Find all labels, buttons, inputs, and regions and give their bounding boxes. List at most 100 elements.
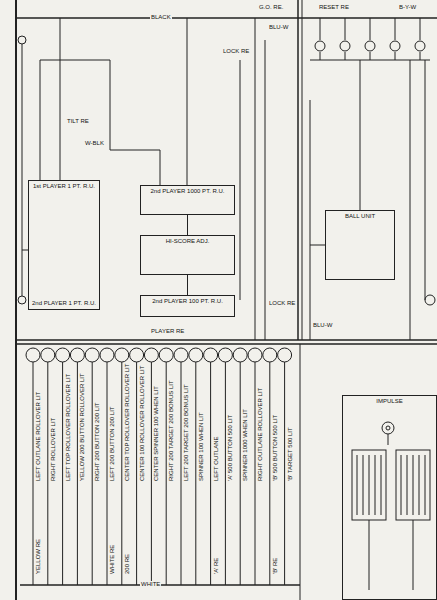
wire-stroke	[187, 18, 188, 185]
wire-label: WHITE RE	[109, 544, 116, 575]
wire-stroke	[166, 362, 167, 585]
wire-stroke	[369, 520, 370, 590]
switch-blade	[363, 455, 364, 515]
wire-stroke	[297, 0, 299, 340]
lamp-symbol	[218, 348, 232, 362]
lamp-label: LEFT 200 TARGET 200 BONUS LIT	[183, 383, 190, 482]
wire-label: BLU-W	[312, 322, 333, 329]
lamp-symbol	[204, 348, 218, 362]
wire-stroke	[302, 0, 303, 340]
relay-coil	[315, 41, 325, 51]
wire-label: BLACK	[150, 14, 172, 21]
switch-stack	[352, 450, 386, 520]
lamp-symbol	[26, 348, 40, 362]
wire-stroke	[413, 520, 414, 590]
lamp-symbol	[189, 348, 203, 362]
unit-label: IMPULSE	[376, 398, 402, 405]
wire-stroke	[386, 426, 390, 430]
lamp-symbol	[278, 348, 292, 362]
lamp-label: 'A' 500 BUTTON 500 LIT	[227, 414, 234, 482]
lamp-symbol	[100, 348, 114, 362]
unit-label: BALL UNIT	[345, 213, 375, 220]
wire-stroke	[269, 362, 270, 585]
lamp-symbol	[70, 348, 84, 362]
wire-stroke	[310, 100, 311, 340]
switch-blade	[413, 455, 414, 515]
wire-stroke	[18, 296, 26, 304]
wire-stroke	[310, 245, 325, 246]
wire-stroke	[410, 60, 411, 340]
top-wires	[18, 18, 435, 340]
wire-stroke	[15, 0, 17, 600]
lamp-label: SPINNER 100 WHEN LIT	[198, 411, 205, 482]
wire-stroke	[225, 362, 226, 585]
wire-label: B-Y-W	[398, 4, 417, 11]
wire-stroke	[388, 434, 389, 445]
wire-stroke	[77, 362, 78, 585]
wire-stroke	[22, 44, 23, 296]
lamp-label: RIGHT 200 BUTTON 200 LIT	[94, 402, 101, 482]
coil-drops	[310, 18, 430, 60]
relay-coil	[390, 41, 400, 51]
impulse-box: IMPULSE	[342, 395, 437, 600]
lamp-label: CENTER 100 ROLLOVER ROLLOVER LIT	[139, 365, 146, 482]
relay-coil	[415, 41, 425, 51]
wire-label: RESET RE	[318, 4, 350, 11]
wire-stroke	[33, 362, 34, 585]
wire-stroke	[151, 362, 152, 585]
lamp-label: CENTER TOP ROLLOVER ROLLOVER LIT	[124, 363, 131, 482]
switch-blade	[357, 455, 358, 515]
lamp-symbol	[56, 348, 70, 362]
wire-stroke	[47, 362, 48, 585]
wire-stroke	[370, 18, 371, 40]
unit-box: HI-SCORE ADJ.	[140, 235, 235, 275]
unit-label: 2nd PLAYER 100 PT. R.U.	[152, 298, 223, 305]
lamp-label: LEFT OUTLANE	[213, 435, 220, 482]
lamp-label: 'B' 500 BUTTON 500 LIT	[272, 414, 279, 482]
wire-stroke	[40, 60, 110, 61]
wire-stroke	[136, 362, 137, 585]
wire-stroke	[181, 362, 182, 585]
lamp-label: 'B' TARGET 500 LIT	[287, 426, 294, 482]
wire-stroke	[160, 150, 161, 185]
unit-label: 2nd PLAYER 1000 PT. R.U.	[151, 188, 225, 195]
unit-box: 2nd PLAYER 100 PT. R.U.	[140, 295, 235, 317]
wire-stroke	[265, 40, 266, 340]
wire-stroke	[40, 60, 41, 180]
wire-label: PLAYER RE	[150, 328, 185, 335]
lamp-label: LEFT TOP ROLLOVER ROLLOVER LIT	[65, 373, 72, 482]
wire-label: 200 RE	[124, 553, 131, 575]
lamp-label: LEFT 200 BUTTON 200 LIT	[109, 406, 116, 482]
wire-label: 'A' RE	[213, 557, 220, 575]
wire-stroke	[16, 17, 437, 19]
wire-stroke	[420, 52, 421, 60]
switch-blade	[425, 455, 426, 515]
switch-blade	[369, 455, 370, 515]
wire-stroke	[60, 18, 61, 180]
wire-stroke	[345, 18, 346, 40]
unit-label: HI-SCORE ADJ.	[166, 238, 210, 245]
unit-box: 1st PLAYER 1 PT. R.U.2nd PLAYER 1 PT. R.…	[28, 180, 100, 310]
switch-blade	[381, 455, 382, 515]
lamp-symbol	[263, 348, 277, 362]
wire-stroke	[92, 362, 93, 585]
wire-stroke	[16, 343, 437, 345]
switch-blade	[419, 455, 420, 515]
wire-label: BLU-W	[268, 24, 289, 31]
wire-stroke	[370, 52, 371, 60]
wire-stroke	[425, 295, 435, 305]
wire-stroke	[320, 52, 321, 60]
lamp-symbol	[159, 348, 173, 362]
relay-coil	[340, 41, 350, 51]
lamp-row	[26, 348, 292, 585]
lamp-label: YELLOW 200 BUTTON ROLLOVER LIT	[79, 372, 86, 482]
wire-stroke	[382, 422, 394, 434]
wire-stroke	[425, 60, 426, 300]
wire-stroke	[395, 52, 396, 60]
wire-stroke	[110, 60, 111, 150]
wire-stroke	[121, 362, 122, 585]
lamp-label: SPINNER 1000 WHEN LIT	[242, 408, 249, 482]
frame-lines	[16, 0, 437, 600]
wire-stroke	[18, 36, 26, 44]
wire-stroke	[300, 344, 301, 600]
